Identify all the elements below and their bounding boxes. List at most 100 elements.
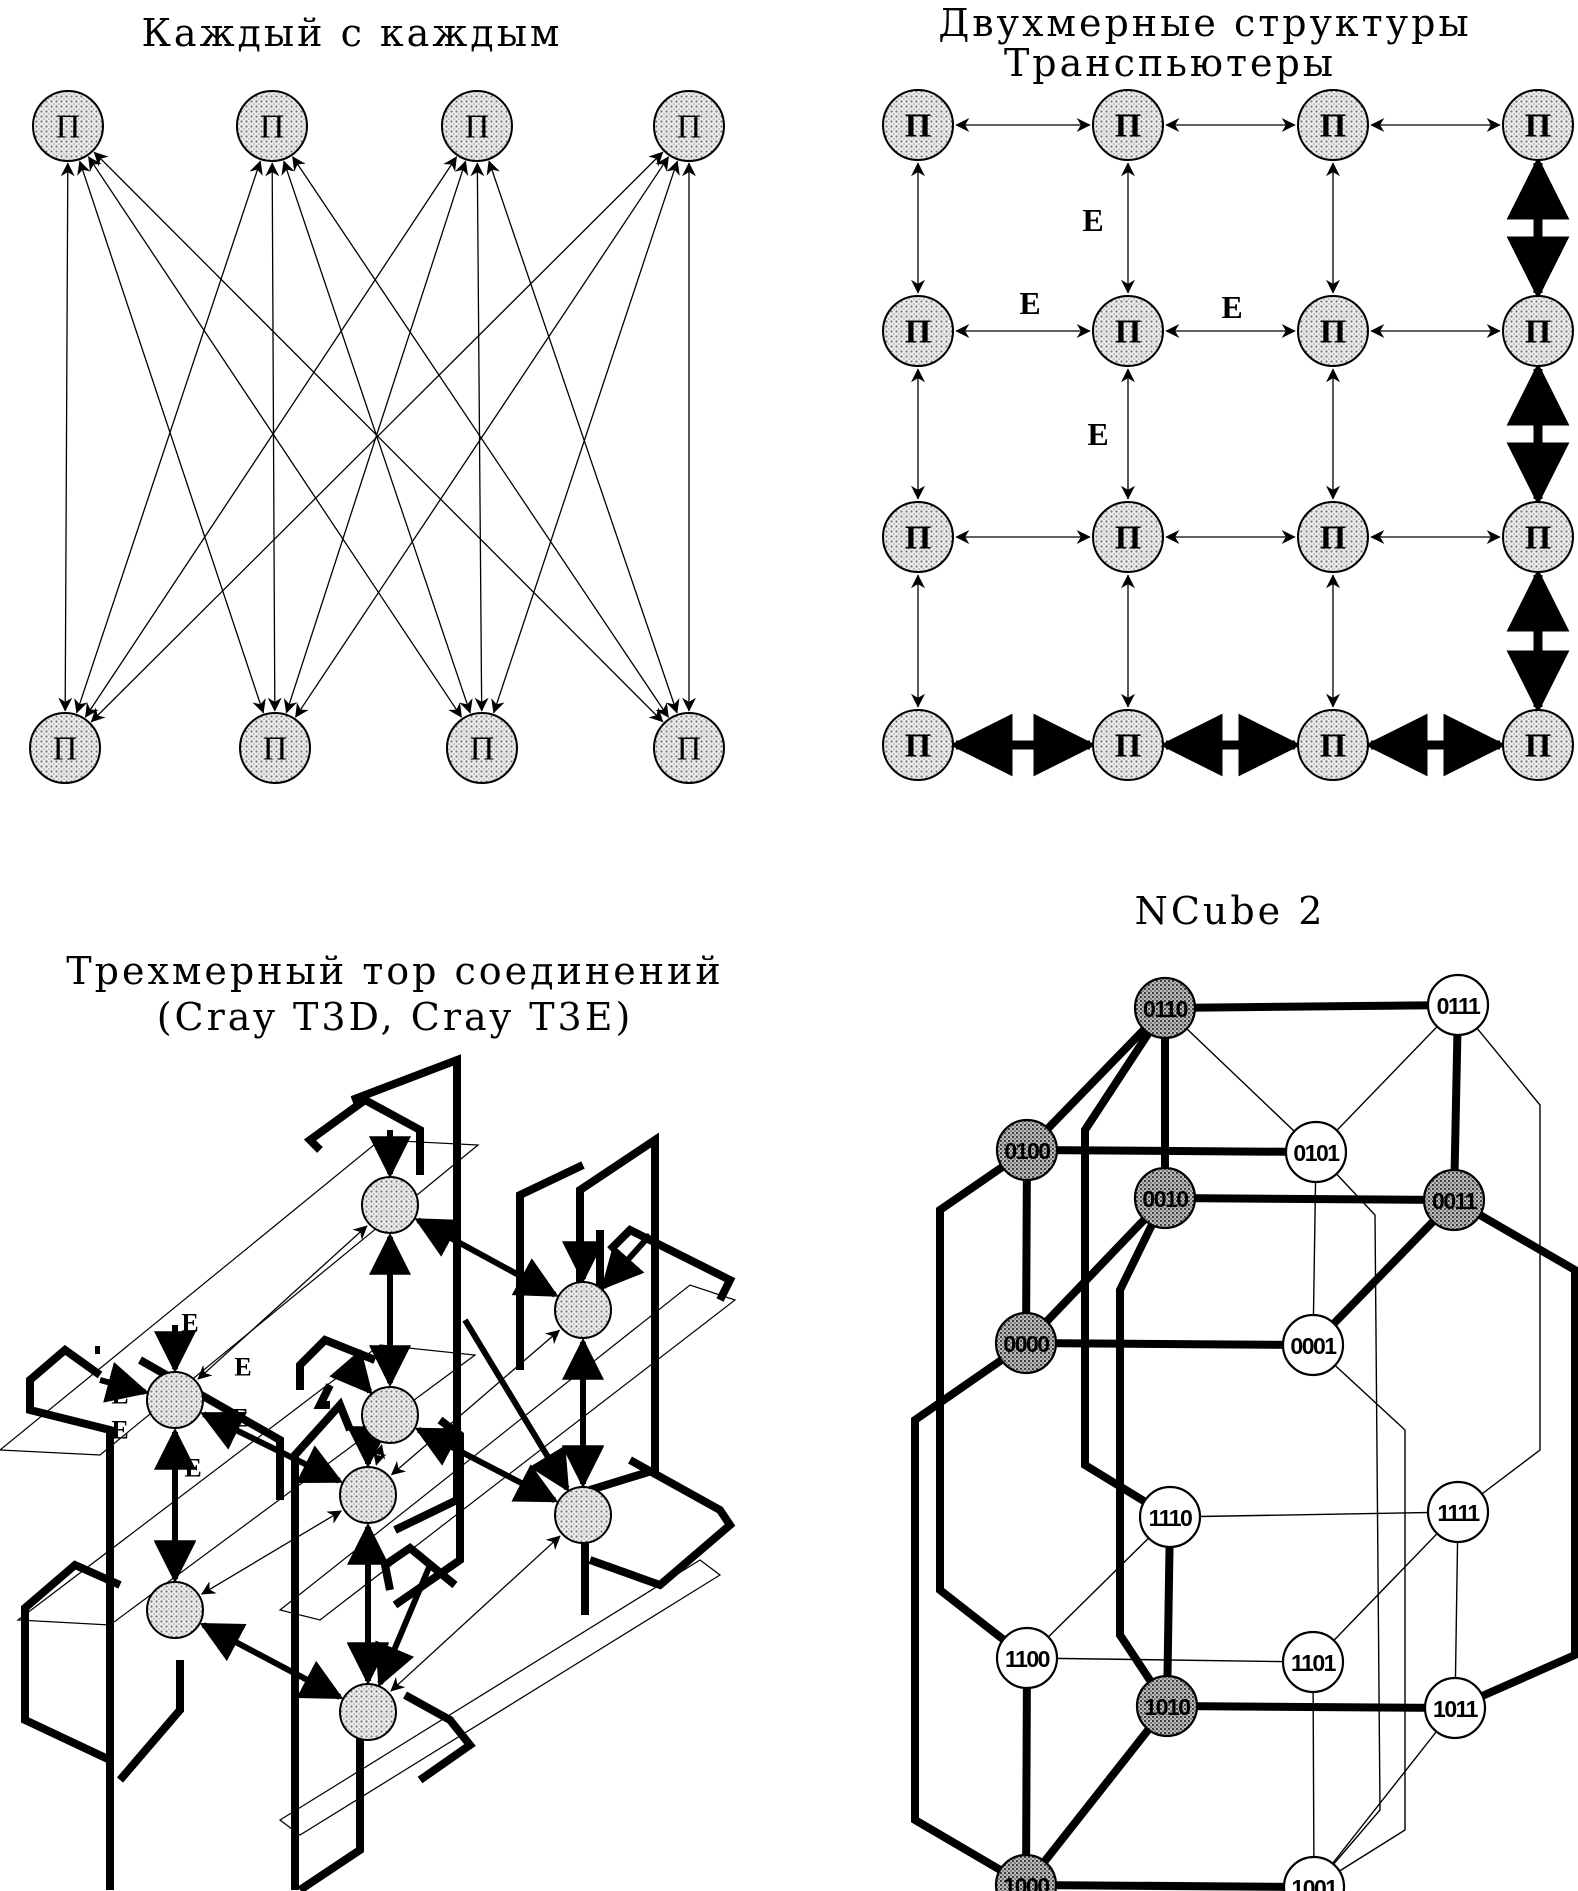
torus-title-line2: (Cray T3D, Cray T3E) bbox=[157, 995, 634, 1039]
ncube-thick-link bbox=[1081, 1005, 1173, 1521]
torus-loop bbox=[588, 1456, 736, 1590]
node-label: П bbox=[470, 731, 495, 768]
torus-node bbox=[339, 1683, 397, 1741]
torus-loop bbox=[516, 1161, 585, 1370]
edge-label: E bbox=[181, 1309, 198, 1338]
torus-node bbox=[146, 1371, 204, 1429]
node-label: 0011 bbox=[1432, 1188, 1478, 1214]
processor-node: П bbox=[653, 712, 725, 784]
node-label: 1100 bbox=[1005, 1646, 1050, 1672]
ncube-thick-link bbox=[1451, 1196, 1578, 1712]
all-to-all-link bbox=[283, 160, 469, 714]
ncube-thick-link bbox=[1023, 1195, 1168, 1346]
node-label: 0100 bbox=[1004, 1138, 1050, 1164]
torus-loop bbox=[303, 1095, 424, 1175]
edge-label: E bbox=[1019, 285, 1040, 321]
node-label: 1010 bbox=[1144, 1694, 1190, 1720]
transputer-node: П bbox=[1092, 89, 1164, 161]
torus-node bbox=[361, 1386, 419, 1444]
transputer-node: П bbox=[1297, 89, 1369, 161]
node-label: П bbox=[677, 109, 702, 146]
torus-link bbox=[199, 1622, 344, 1700]
node-label: 0000 bbox=[1003, 1331, 1049, 1357]
transputer-node: П bbox=[1502, 501, 1574, 573]
ncube-thick-link bbox=[1025, 1339, 1314, 1349]
ncube-node: 0110 bbox=[1133, 976, 1197, 1040]
node-label: 1110 bbox=[1149, 1505, 1192, 1531]
node-label: 1000 bbox=[1003, 1873, 1049, 1891]
node-label: П bbox=[1320, 520, 1346, 557]
torus-link bbox=[414, 1217, 559, 1298]
node-label: П bbox=[56, 109, 81, 146]
ncube-thick-link bbox=[936, 1146, 1030, 1662]
node-label: 0001 bbox=[1290, 1333, 1337, 1359]
ncube-thick-link bbox=[1116, 1196, 1171, 1709]
ncube-thin-link bbox=[1454, 1511, 1459, 1709]
processor-node: П bbox=[446, 712, 518, 784]
torus-wrap-link bbox=[462, 1318, 570, 1493]
ncube-thin-link bbox=[1312, 1511, 1459, 1663]
processor-node: П bbox=[29, 712, 101, 784]
ncube-thick-link bbox=[1166, 1702, 1456, 1712]
edge-label: E bbox=[184, 1454, 201, 1483]
edge-label: E bbox=[1221, 289, 1242, 325]
torus-title-line1: Трехмерный тор соединений bbox=[66, 949, 723, 993]
ncube-thick-link bbox=[1022, 1657, 1031, 1886]
edge-label: E bbox=[1082, 202, 1103, 238]
node-label: П bbox=[905, 520, 931, 557]
torus-node bbox=[339, 1466, 397, 1524]
torus-depth-link bbox=[390, 1329, 561, 1476]
all-to-all-link bbox=[74, 160, 263, 714]
node-label: П bbox=[1320, 728, 1346, 765]
ncube-node: 1011 bbox=[1423, 1676, 1487, 1740]
transputer-node: П bbox=[882, 501, 954, 573]
torus-links bbox=[99, 1130, 653, 1700]
ncube-thin-link bbox=[1026, 1516, 1171, 1659]
transputer-node: П bbox=[1092, 295, 1164, 367]
ncube-thin-link bbox=[1169, 1511, 1459, 1518]
node-label: П bbox=[1115, 520, 1141, 557]
ncube-thick-link bbox=[1450, 1004, 1462, 1201]
processor-node: П bbox=[653, 90, 725, 162]
ncube-thin-links bbox=[1026, 1004, 1541, 1888]
torus-loop bbox=[297, 1760, 364, 1891]
transputer-node: П bbox=[1297, 501, 1369, 573]
transputer-title-line2: Транспьютеры bbox=[1004, 41, 1336, 85]
torus-node bbox=[554, 1281, 612, 1339]
torus-link bbox=[414, 1427, 559, 1503]
ncube-node: 1000 bbox=[994, 1853, 1058, 1891]
all-to-all-link bbox=[491, 160, 680, 714]
ncube-thick-link bbox=[1164, 1194, 1455, 1204]
edge-label: E bbox=[234, 1353, 251, 1382]
ncube-node: 1110 bbox=[1138, 1485, 1202, 1549]
node-label: П bbox=[905, 108, 931, 145]
ncube-node: 0000 bbox=[994, 1311, 1058, 1375]
node-label: П bbox=[677, 731, 702, 768]
torus-node bbox=[554, 1486, 612, 1544]
node-label: П bbox=[1115, 728, 1141, 765]
ncube-node: 0011 bbox=[1422, 1168, 1486, 1232]
node-label: П bbox=[1525, 520, 1551, 557]
torus-depth-link bbox=[197, 1225, 368, 1380]
node-label: П bbox=[260, 109, 285, 146]
ncube-node: 1101 bbox=[1281, 1630, 1345, 1694]
ncube-thick-link bbox=[1024, 1005, 1168, 1153]
node-label: П bbox=[263, 731, 288, 768]
edge-label: E bbox=[231, 1404, 248, 1433]
torus-plane bbox=[16, 1344, 477, 1626]
node-label: П bbox=[1320, 314, 1346, 351]
all-to-all-link bbox=[486, 160, 680, 714]
torus-wrap-link bbox=[375, 1563, 433, 1688]
ncube-thick-link bbox=[1163, 1516, 1174, 1707]
node-label: П bbox=[1525, 314, 1551, 351]
ncube-thick-link bbox=[1022, 1149, 1031, 1344]
ncube-thick-link bbox=[1164, 1001, 1459, 1012]
node-label: 1011 bbox=[1433, 1696, 1479, 1722]
ncube-node: 1001 bbox=[1282, 1855, 1346, 1891]
transputer-node: П bbox=[1092, 501, 1164, 573]
torus-wrap-link bbox=[329, 1349, 373, 1395]
